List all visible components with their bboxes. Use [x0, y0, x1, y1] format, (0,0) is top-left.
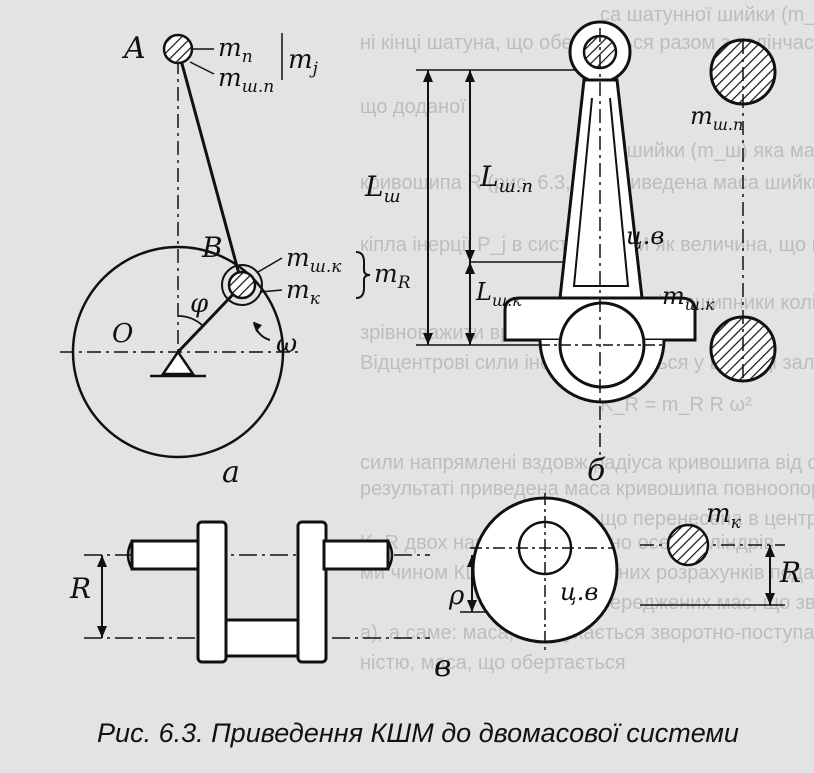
point-b-hub [227, 270, 257, 300]
crank-arm [176, 283, 244, 354]
mass-mk-circle [666, 523, 710, 567]
label-Lsh: Lш [364, 170, 401, 207]
arrow-R-left-top [97, 555, 107, 567]
support-triangle [160, 349, 196, 376]
rod-beam-inner [572, 97, 630, 287]
big-end-bore [558, 301, 646, 389]
background-text-line: що перенесена в центр обертання колінчас… [600, 508, 814, 530]
label-mk2: mк [706, 499, 742, 533]
arrow-lsh-top [423, 70, 433, 82]
angle-phi-arc [177, 315, 204, 327]
label-part-b: б [587, 453, 606, 488]
figure-caption: Рис. 6.3. Приведення КШМ до двомасової с… [97, 718, 739, 748]
label-phi: φ [190, 289, 209, 319]
label-Lshk: Lш.к [475, 278, 522, 310]
label-msh-p2: mш.п [690, 102, 743, 134]
background-text-line: са шатунної шийки (m_ш) зосереджується н… [600, 4, 814, 26]
connecting-rod [176, 48, 244, 286]
background-text-line: що доданої [360, 96, 466, 118]
label-rho: ρ [448, 581, 465, 611]
main-journal-right [322, 539, 390, 571]
point-a-hub [162, 33, 194, 65]
label-a: A [121, 31, 146, 66]
label-Lshp: Lш.п [479, 160, 533, 197]
leader-mk [259, 289, 283, 293]
rod-beam [558, 78, 644, 300]
omega-arrowhead [254, 322, 262, 332]
background-text-line: K_R = m_R R ω² [600, 394, 752, 416]
crankpin [224, 618, 302, 658]
label-part-v: в [434, 649, 451, 684]
background-text-line: результаті приведена маса кривошипа повн… [360, 478, 814, 500]
arrow-rho-bottom [467, 600, 477, 612]
label-msh-k2: mш.к [662, 282, 715, 314]
label-cv2: ц.в [560, 578, 598, 606]
label-R-right: R [779, 556, 801, 589]
arrow-lshp-top [465, 70, 475, 82]
journal-right-end [386, 540, 394, 570]
arrow-lsh-bottom [423, 333, 433, 345]
main-journal-left [130, 539, 202, 571]
label-mn: mп [218, 33, 253, 67]
web-right [296, 520, 328, 664]
background-text-line: сили напрямлені вздовж радіуса кривошипа… [360, 452, 814, 474]
background-text-line: а), а саме: маса, що рухається зворотно-… [360, 622, 814, 644]
label-b: B [201, 231, 223, 264]
label-mR: mR [374, 259, 411, 293]
panel-b: Lш Lш.п Lш.к ц.в mш.п mш.к б [364, 20, 777, 488]
label-part-a: а [222, 455, 240, 490]
panel-v: R ρ ц.в mк R в [69, 493, 801, 684]
label-msh-k: mш.к [286, 243, 342, 277]
label-cv: ц.в [626, 222, 664, 250]
label-o: O [112, 319, 133, 349]
arrow-R-left-bottom [97, 626, 107, 638]
arrow-lshk-top [465, 262, 475, 274]
arrow-lshp-bottom [465, 250, 475, 262]
journal-left-end [126, 540, 134, 570]
panel-a: A B O φ ω mп mj mш.п mш.к mк mR а [60, 31, 411, 490]
label-R-left: R [69, 572, 91, 605]
label-msh-p: mш.п [218, 63, 274, 97]
background-text-line: са шийки (m_ш) яка має центр ваги на рад… [600, 140, 814, 162]
leader-mshk [257, 257, 283, 273]
leader-mshp [189, 61, 215, 75]
point-b-ring [221, 264, 263, 306]
web-left [196, 520, 228, 664]
label-omega: ω [276, 329, 297, 359]
background-text-line: середжених мас, що зв'язані жорстко нева… [600, 592, 814, 614]
brace-mR [355, 251, 371, 299]
arrow-R-right-bottom [765, 593, 775, 605]
label-mj: mj [288, 45, 319, 79]
background-text-line: ністю, маса, що обертається [360, 652, 626, 674]
label-mk: mк [286, 275, 321, 309]
arrow-R-right-top [765, 545, 775, 557]
arrow-lshk-bottom [465, 333, 475, 345]
